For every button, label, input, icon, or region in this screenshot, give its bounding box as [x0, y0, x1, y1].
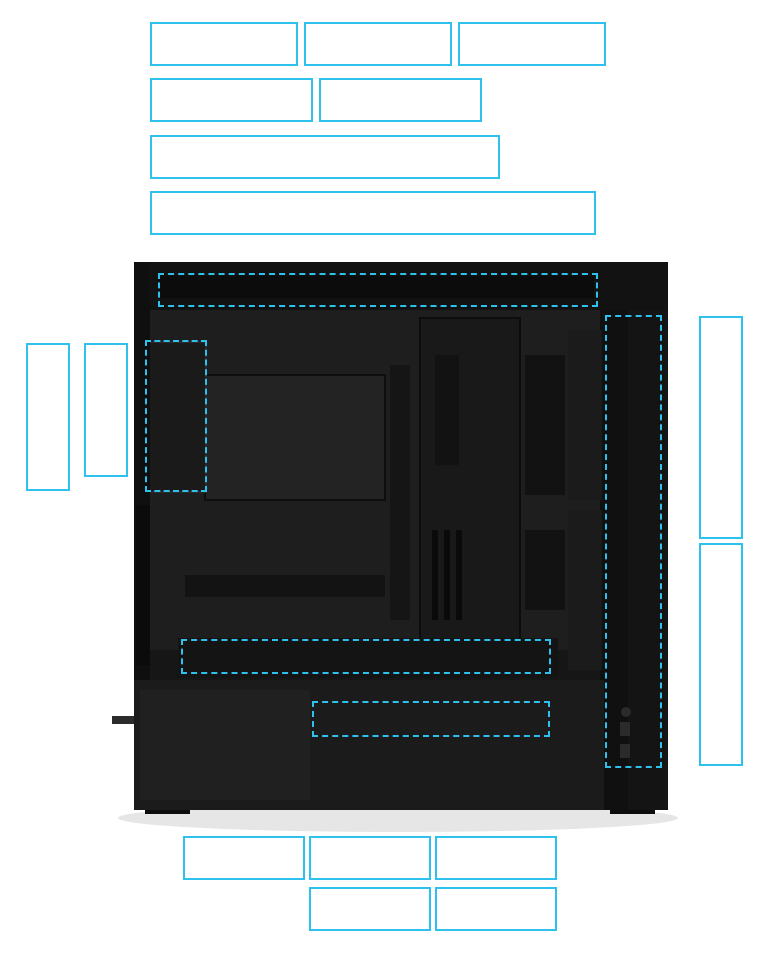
- pcie-slot-2: [444, 530, 450, 620]
- psu-shroud-top: [178, 638, 558, 678]
- top-label-7: [150, 191, 596, 235]
- top-label-4: [150, 78, 313, 122]
- top-label-1: [150, 22, 298, 66]
- horizontal-bar: [185, 575, 385, 597]
- bottom-label-3: [435, 836, 557, 880]
- cable-grommet-3: [525, 530, 565, 610]
- front-fan-top: [568, 330, 602, 500]
- front-fan-bottom: [568, 510, 602, 670]
- bottom-label-5: [435, 887, 557, 931]
- callout-psu-shroud-vents: [181, 639, 551, 674]
- audio-jack: [621, 707, 631, 717]
- top-label-2: [304, 22, 452, 66]
- callout-bottom-mesh: [312, 701, 550, 737]
- bottom-label-4: [309, 887, 431, 931]
- case-shadow: [118, 804, 678, 832]
- bottom-label-1: [183, 836, 305, 880]
- top-label-3: [458, 22, 606, 66]
- callout-rear-fan: [145, 340, 207, 492]
- top-label-5: [319, 78, 482, 122]
- callout-front-fans: [605, 315, 662, 768]
- left-label-1: [26, 343, 70, 491]
- psu-mesh: [140, 690, 310, 800]
- top-label-6: [150, 135, 500, 179]
- vertical-bar: [390, 365, 410, 620]
- usb-port-1: [620, 722, 630, 736]
- bottom-label-2: [309, 836, 431, 880]
- right-label-2: [699, 543, 743, 766]
- pcie-slot-3: [456, 530, 462, 620]
- usb-port-2: [620, 744, 630, 758]
- cpu-cutout: [204, 374, 386, 501]
- pcie-slot-1: [432, 530, 438, 620]
- right-label-1: [699, 316, 743, 539]
- left-label-2: [84, 343, 128, 477]
- callout-top-fan-mount: [158, 273, 598, 307]
- top-rail-inner: [158, 276, 594, 298]
- rear-slots: [136, 505, 150, 665]
- cable-grommet-1: [435, 355, 459, 465]
- thumbscrew: [112, 716, 134, 724]
- cable-grommet-2: [525, 355, 565, 495]
